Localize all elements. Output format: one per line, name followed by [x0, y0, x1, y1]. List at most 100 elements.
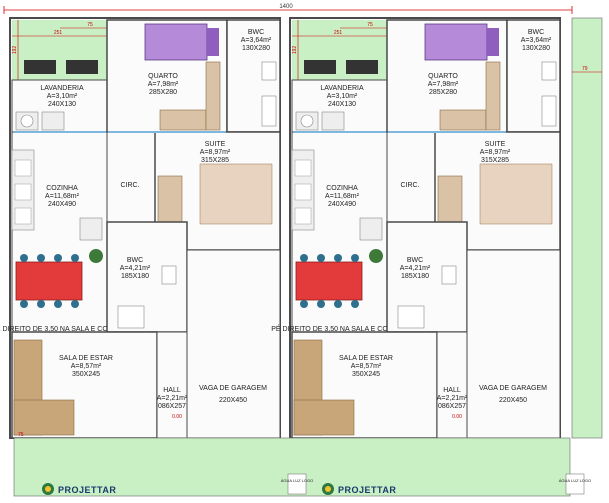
toilet-icon: [261, 61, 277, 81]
sink-icon: [397, 305, 425, 329]
planter-bed: [66, 60, 98, 74]
bed-icon: [424, 23, 488, 61]
appliance-icon: [294, 183, 312, 201]
toilet-icon: [441, 265, 457, 285]
margin-label: 75: [87, 22, 93, 28]
bwc-top-area: A=3,64m²: [521, 37, 552, 44]
bwc-top-size: 130X280: [242, 45, 270, 52]
circ-name: CIRC.: [400, 182, 419, 189]
pillow-icon: [207, 28, 219, 56]
quarto-size: 285X280: [149, 89, 177, 96]
wardrobe-icon: [159, 109, 207, 131]
hall-area: A=2,21m²: [437, 395, 468, 402]
bwc-top-area: A=3,64m²: [241, 37, 272, 44]
meter-box-left: ÁGUA LUZ LOGO: [281, 473, 313, 495]
plant-icon: [89, 249, 103, 263]
hall-area: A=2,21m²: [157, 395, 188, 402]
chair-icon: [334, 254, 342, 262]
bwc-mid-area: A=4,21m²: [120, 265, 151, 272]
suite-size: 315X285: [201, 157, 229, 164]
chair-icon: [351, 254, 359, 262]
overall-width-label: 1400: [279, 4, 293, 10]
sink-icon: [41, 111, 65, 131]
right-margin-label: 79: [582, 66, 588, 72]
lavanderia-size: 240X130: [328, 101, 356, 108]
chair-icon: [351, 300, 359, 308]
suite-area: A=8,97m²: [480, 149, 511, 156]
planter-bed: [304, 60, 336, 74]
cozinha-size: 240X490: [48, 201, 76, 208]
cozinha-name: COZINHA: [46, 185, 78, 192]
hall-size: 086X257: [438, 403, 466, 410]
rear-garden-depth-label: 192: [292, 46, 298, 55]
circ-area: [106, 131, 156, 223]
washer-icon: [20, 114, 34, 128]
sala-size: 350X245: [352, 371, 380, 378]
hall-level: 0.00: [172, 414, 182, 420]
lavanderia-area: A=3,10m²: [47, 93, 78, 100]
wardrobe-icon: [205, 61, 221, 131]
bwc-top-name: BWC: [528, 29, 544, 36]
bwc-mid-size: 185X180: [121, 273, 149, 280]
hall-name: HALL: [163, 387, 181, 394]
lavanderia-size: 240X130: [48, 101, 76, 108]
brand-logo-right: PROJETTAR: [322, 483, 396, 495]
chair-icon: [334, 300, 342, 308]
sala-area: A=8,57m²: [71, 363, 102, 370]
bed-icon: [199, 163, 273, 225]
housing-unit-left: 25119275LAVANDERIAA=3,10m²240X130QUARTOA…: [0, 17, 281, 496]
garagem-size: 220X450: [219, 397, 247, 404]
chair-icon: [37, 300, 45, 308]
bwc-top-size: 130X280: [522, 45, 550, 52]
planter-bed: [346, 60, 378, 74]
margin-label: 75: [367, 22, 373, 28]
side-garden: [571, 17, 603, 439]
bed-icon: [144, 23, 208, 61]
quarto-name: QUARTO: [148, 73, 178, 80]
washer-icon: [300, 114, 314, 128]
dining-table-icon: [15, 261, 83, 301]
appliance-icon: [14, 207, 32, 225]
appliance-icon: [14, 159, 32, 177]
appliance-icon: [14, 183, 32, 201]
brand-text-right: PROJETTAR: [338, 485, 396, 495]
overall-dimension: 1400: [3, 4, 573, 14]
wardrobe-icon: [485, 61, 501, 131]
circ-area: [386, 131, 436, 223]
lavanderia-name: LAVANDERIA: [320, 85, 364, 92]
brand-text-left: PROJETTAR: [58, 485, 116, 495]
suite-name: SUITE: [485, 141, 506, 148]
hall-size: 086X257: [158, 403, 186, 410]
meter-label-right: ÁGUA LUZ LOGO: [559, 478, 591, 483]
appliance-icon: [294, 159, 312, 177]
garage-area: [466, 249, 561, 439]
lavanderia-area: A=3,10m²: [327, 93, 358, 100]
hall-level: 0.00: [452, 414, 462, 420]
quarto-area: A=7,98m²: [148, 81, 179, 88]
sofa-icon: [293, 399, 355, 436]
bwc-mid-name: BWC: [127, 257, 143, 264]
hall-area: [156, 331, 188, 439]
brand-logo-left: PROJETTAR: [42, 483, 116, 495]
rear-garden-width-label: 251: [54, 30, 63, 36]
sink-icon: [321, 111, 345, 131]
dining-table-icon: [295, 261, 363, 301]
garagem-size: 220X450: [499, 397, 527, 404]
suite-name: SUITE: [205, 141, 226, 148]
planter-bed: [24, 60, 56, 74]
plant-icon: [369, 249, 383, 263]
chair-icon: [20, 254, 28, 262]
quarto-area: A=7,98m²: [428, 81, 459, 88]
sala-area: A=8,57m²: [351, 363, 382, 370]
meter-label-left: ÁGUA LUZ LOGO: [281, 478, 313, 483]
bwc-mid-size: 185X180: [401, 273, 429, 280]
sala-name: SALA DE ESTAR: [339, 355, 393, 362]
appliance-icon: [294, 207, 312, 225]
sala-name: SALA DE ESTAR: [59, 355, 113, 362]
hall-area: [436, 331, 468, 439]
quarto-name: QUARTO: [428, 73, 458, 80]
pillow-icon: [487, 28, 499, 56]
chair-icon: [54, 300, 62, 308]
sala-size: 350X245: [72, 371, 100, 378]
chair-icon: [300, 300, 308, 308]
